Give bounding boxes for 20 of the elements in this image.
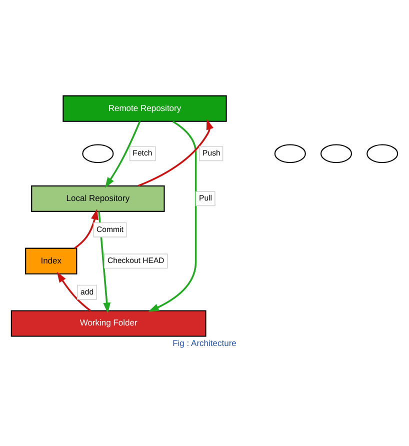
edge-label: Pull xyxy=(199,193,212,202)
node-cloud xyxy=(274,144,306,163)
node-cloud xyxy=(366,144,398,163)
node-cloud xyxy=(82,144,114,163)
node-box: Local Repository xyxy=(31,184,165,212)
edge-label: Commit xyxy=(96,224,124,234)
arrow xyxy=(138,118,214,186)
edge-label: Fetch xyxy=(132,148,152,158)
node-box: Index xyxy=(25,247,78,274)
arrow xyxy=(56,271,91,311)
caption: Fig : Architecture xyxy=(172,337,236,348)
arrow xyxy=(74,208,98,248)
edge-label: Push xyxy=(202,148,220,158)
edge-label: add xyxy=(80,286,94,296)
node-box: Remote Repository xyxy=(62,94,227,122)
edge-label: Checkout HEAD xyxy=(108,256,164,265)
arrow xyxy=(148,120,197,312)
arrow xyxy=(104,120,141,188)
node-box: Working Folder xyxy=(10,310,206,336)
node-cloud xyxy=(320,144,352,163)
